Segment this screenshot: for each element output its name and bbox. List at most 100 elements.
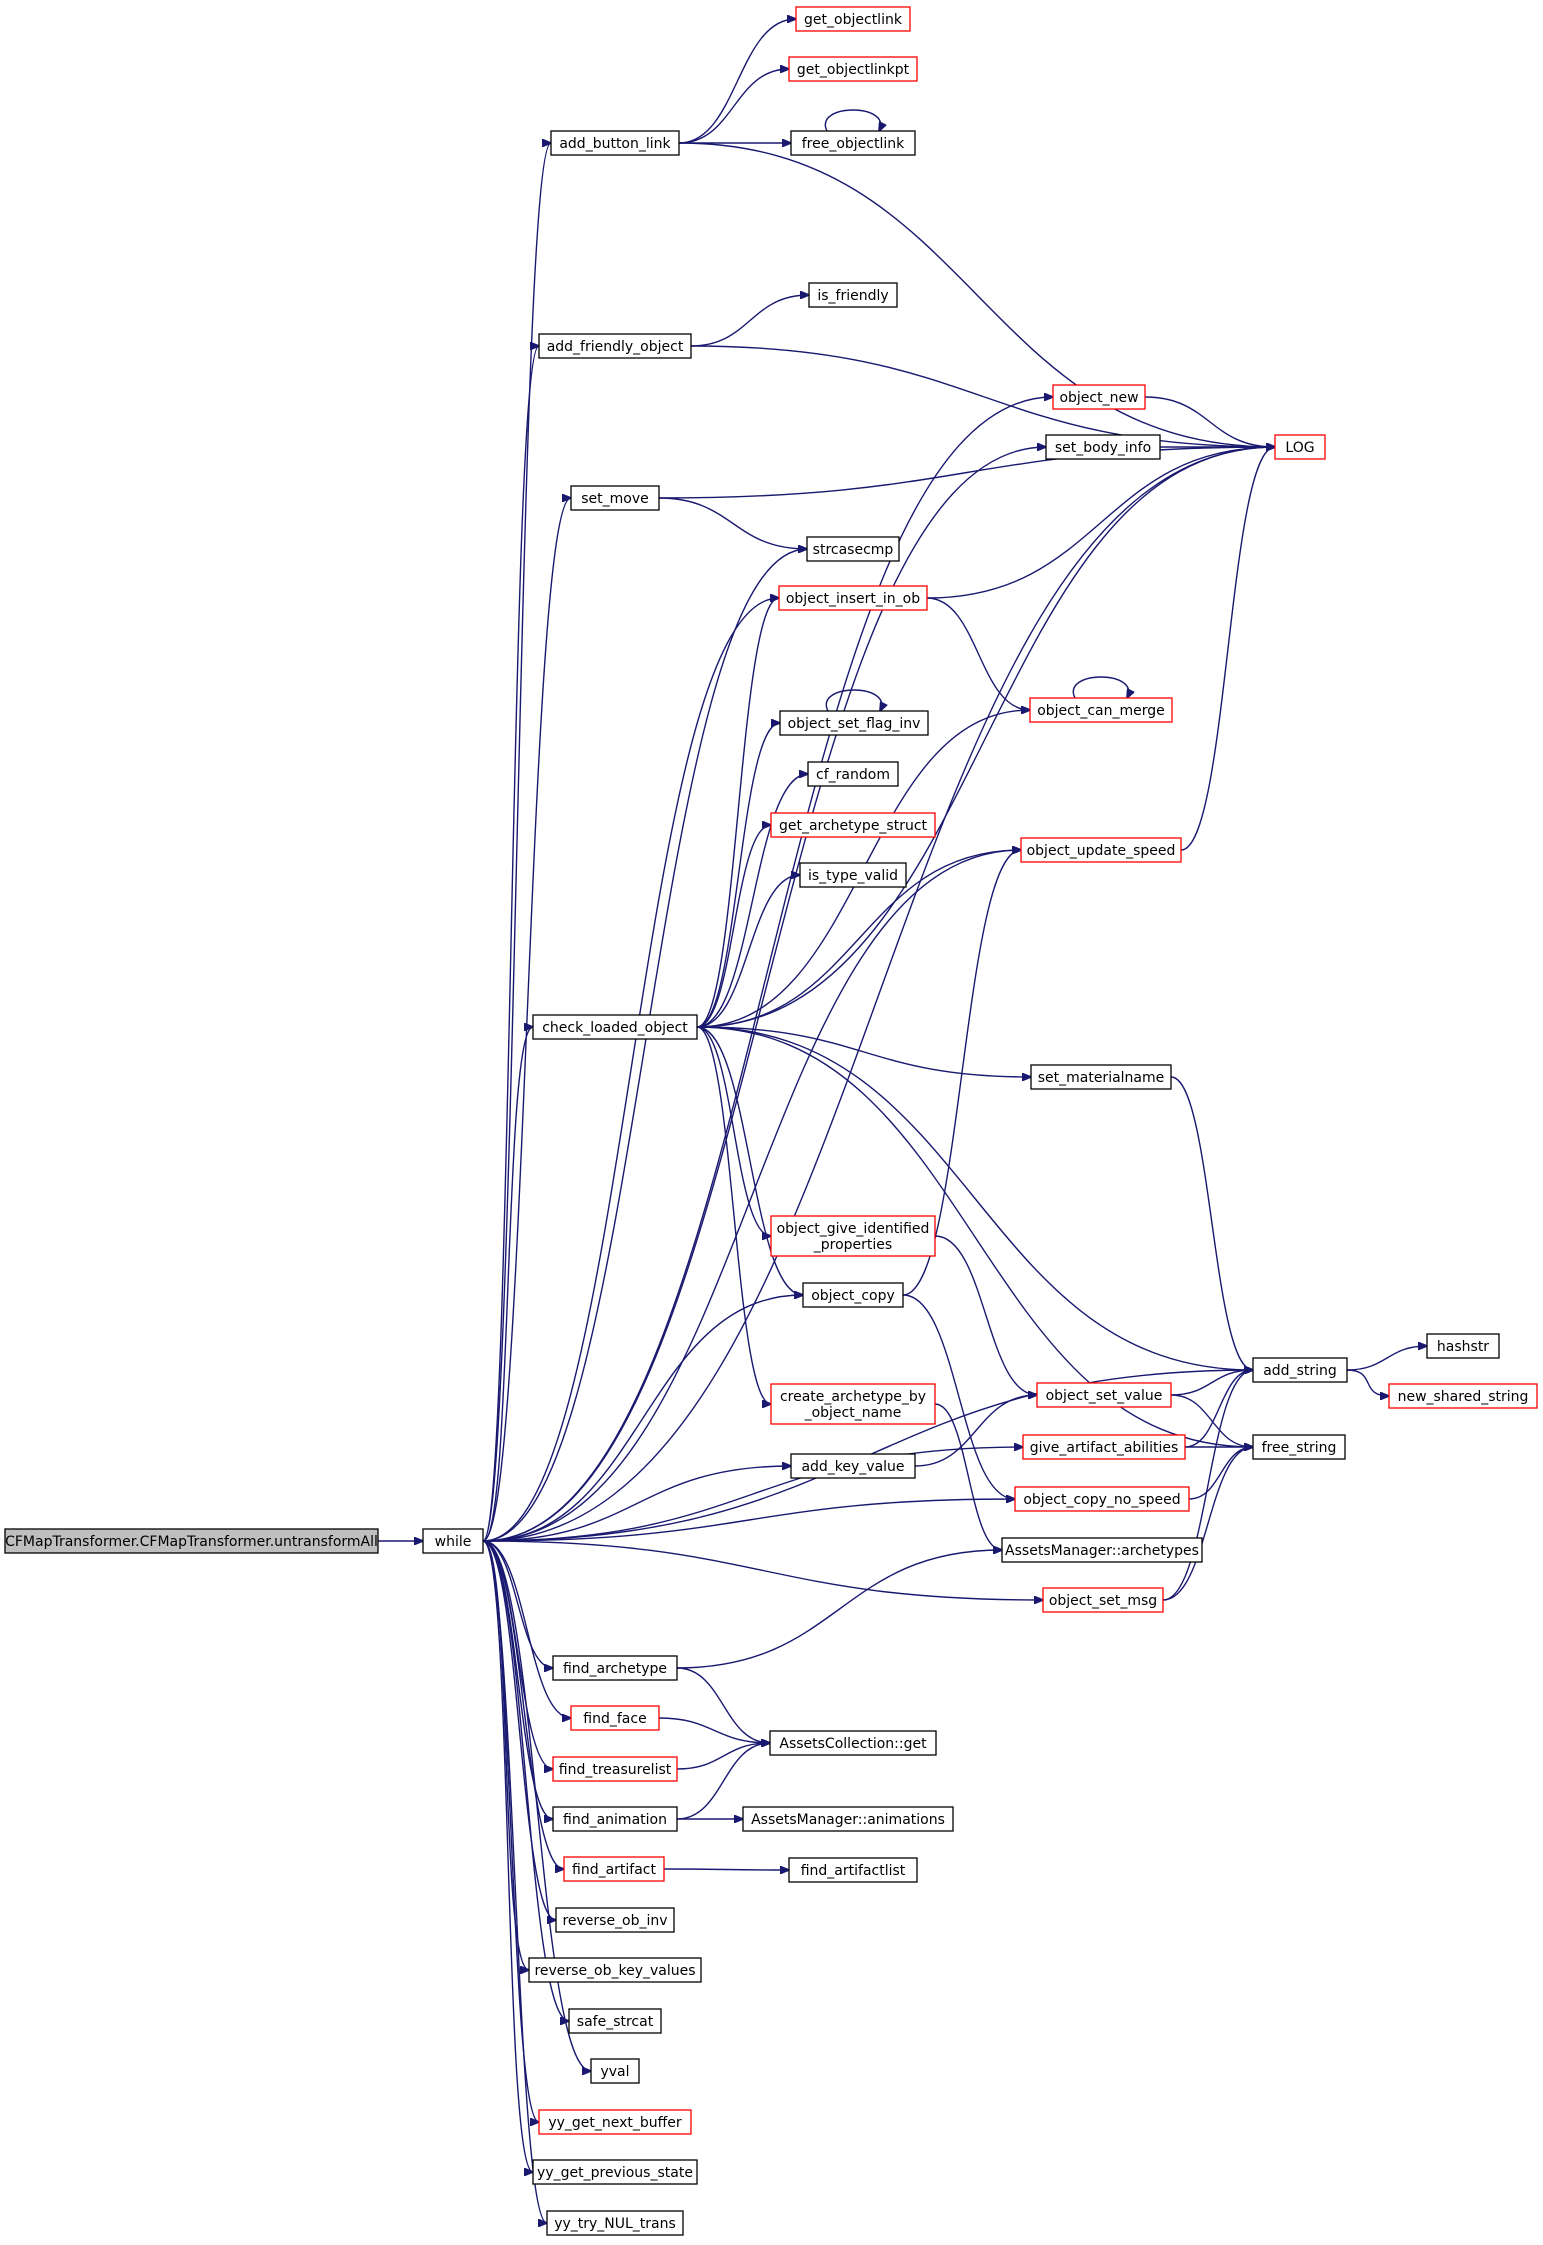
node-is_friendly-box[interactable] [808,282,898,308]
node-while-box[interactable] [422,1528,484,1554]
node-cfmap-box[interactable] [4,1528,379,1554]
node-object_copy[interactable]: object_copy [802,1282,904,1308]
node-add_string-box[interactable] [1252,1357,1348,1383]
node-add_key_value-box[interactable] [790,1453,916,1479]
node-object_give_identified_properties[interactable]: object_give_identified_properties [770,1215,936,1257]
node-object_can_merge[interactable]: object_can_merge [1029,697,1173,723]
node-give_artifact_abilities[interactable]: give_artifact_abilities [1022,1434,1186,1460]
node-assets_archetypes-box[interactable] [1001,1537,1203,1563]
node-object_can_merge-box[interactable] [1029,697,1173,723]
node-create_archetype_by_object_name-box[interactable] [770,1383,936,1425]
node-set_body_info-box[interactable] [1045,434,1161,460]
node-add_friendly_object[interactable]: add_friendly_object [538,333,692,359]
node-strcasecmp[interactable]: strcasecmp [806,536,900,562]
node-get_objectlink[interactable]: get_objectlink [795,6,911,32]
node-create_archetype_by_object_name[interactable]: create_archetype_by_object_name [770,1383,936,1425]
node-yy_try_NUL_trans[interactable]: yy_try_NUL_trans [546,2210,684,2236]
node-find_animation[interactable]: find_animation [552,1806,678,1832]
node-get_objectlinkpt-box[interactable] [788,56,918,82]
node-is_friendly[interactable]: is_friendly [808,282,898,308]
node-hashstr[interactable]: hashstr [1426,1333,1500,1359]
node-cf_random-box[interactable] [807,761,899,787]
node-LOG[interactable]: LOG [1274,434,1326,460]
node-yy_get_previous_state-box[interactable] [532,2159,698,2185]
node-yval[interactable]: yval [590,2058,640,2084]
node-set_materialname-box[interactable] [1030,1064,1172,1090]
node-find_artifactlist[interactable]: find_artifactlist [788,1857,918,1883]
node-set_body_info[interactable]: set_body_info [1045,434,1161,460]
node-add_button_link[interactable]: add_button_link [550,130,680,156]
node-find_artifactlist-box[interactable] [788,1857,918,1883]
node-safe_strcat[interactable]: safe_strcat [568,2008,662,2034]
node-reverse_ob_inv-box[interactable] [555,1907,675,1933]
node-free_objectlink-box[interactable] [790,130,916,156]
node-object_set_msg[interactable]: object_set_msg [1042,1587,1164,1613]
node-add_friendly_object-box[interactable] [538,333,692,359]
node-object_set_value[interactable]: object_set_value [1036,1382,1172,1408]
node-object_copy_no_speed[interactable]: object_copy_no_speed [1014,1486,1190,1512]
node-free_string[interactable]: free_string [1252,1434,1346,1460]
node-yy_get_next_buffer[interactable]: yy_get_next_buffer [538,2109,692,2135]
node-assets_animations-box[interactable] [742,1806,954,1832]
node-object_update_speed[interactable]: object_update_speed [1020,837,1182,863]
node-free_objectlink[interactable]: free_objectlink [790,130,916,156]
node-find_treasurelist[interactable]: find_treasurelist [552,1756,678,1782]
node-assets_collection_get-box[interactable] [769,1730,937,1756]
node-object_set_msg-box[interactable] [1042,1587,1164,1613]
node-yy_get_previous_state[interactable]: yy_get_previous_state [532,2159,698,2185]
node-find_artifact[interactable]: find_artifact [563,1856,665,1882]
node-yy_get_next_buffer-box[interactable] [538,2109,692,2135]
node-safe_strcat-box[interactable] [568,2008,662,2034]
node-find_treasurelist-box[interactable] [552,1756,678,1782]
node-reverse_ob_key_values[interactable]: reverse_ob_key_values [528,1957,702,1983]
node-find_face[interactable]: find_face [570,1705,660,1731]
node-object_give_identified_properties-box[interactable] [770,1215,936,1257]
node-object_new-box[interactable] [1052,384,1146,410]
node-new_shared_string[interactable]: new_shared_string [1388,1383,1538,1409]
node-add_string[interactable]: add_string [1252,1357,1348,1383]
node-get_objectlinkpt[interactable]: get_objectlinkpt [788,56,918,82]
node-give_artifact_abilities-box[interactable] [1022,1434,1186,1460]
node-while[interactable]: while [422,1528,484,1554]
node-assets_collection_get[interactable]: AssetsCollection::get [769,1730,937,1756]
node-is_type_valid-box[interactable] [799,862,907,888]
node-get_archetype_struct-box[interactable] [770,812,936,838]
node-object_set_value-box[interactable] [1036,1382,1172,1408]
node-reverse_ob_key_values-box[interactable] [528,1957,702,1983]
node-check_loaded_object[interactable]: check_loaded_object [532,1014,698,1040]
node-object_new[interactable]: object_new [1052,384,1146,410]
node-yy_try_NUL_trans-box[interactable] [546,2210,684,2236]
node-find_face-box[interactable] [570,1705,660,1731]
node-LOG-box[interactable] [1274,434,1326,460]
node-find_archetype[interactable]: find_archetype [552,1655,678,1681]
node-object_insert_in_ob[interactable]: object_insert_in_ob [778,585,928,611]
node-object_copy-box[interactable] [802,1282,904,1308]
node-strcasecmp-box[interactable] [806,536,900,562]
node-object_update_speed-box[interactable] [1020,837,1182,863]
node-find_artifact-box[interactable] [563,1856,665,1882]
node-object_set_flag_inv[interactable]: object_set_flag_inv [779,710,929,736]
node-new_shared_string-box[interactable] [1388,1383,1538,1409]
node-set_move[interactable]: set_move [570,485,660,511]
node-set_materialname[interactable]: set_materialname [1030,1064,1172,1090]
node-free_string-box[interactable] [1252,1434,1346,1460]
node-cfmap[interactable]: CFMapTransformer.CFMapTransformer.untran… [4,1528,379,1554]
node-set_move-box[interactable] [570,485,660,511]
node-get_archetype_struct[interactable]: get_archetype_struct [770,812,936,838]
node-is_type_valid[interactable]: is_type_valid [799,862,907,888]
node-add_button_link-box[interactable] [550,130,680,156]
node-object_insert_in_ob-box[interactable] [778,585,928,611]
node-get_objectlink-box[interactable] [795,6,911,32]
node-object_set_flag_inv-box[interactable] [779,710,929,736]
node-object_copy_no_speed-box[interactable] [1014,1486,1190,1512]
node-yval-box[interactable] [590,2058,640,2084]
node-assets_animations[interactable]: AssetsManager::animations [742,1806,954,1832]
node-cf_random[interactable]: cf_random [807,761,899,787]
node-find_archetype-box[interactable] [552,1655,678,1681]
node-hashstr-box[interactable] [1426,1333,1500,1359]
node-add_key_value[interactable]: add_key_value [790,1453,916,1479]
node-find_animation-box[interactable] [552,1806,678,1832]
node-reverse_ob_inv[interactable]: reverse_ob_inv [555,1907,675,1933]
node-check_loaded_object-box[interactable] [532,1014,698,1040]
node-assets_archetypes[interactable]: AssetsManager::archetypes [1001,1537,1203,1563]
